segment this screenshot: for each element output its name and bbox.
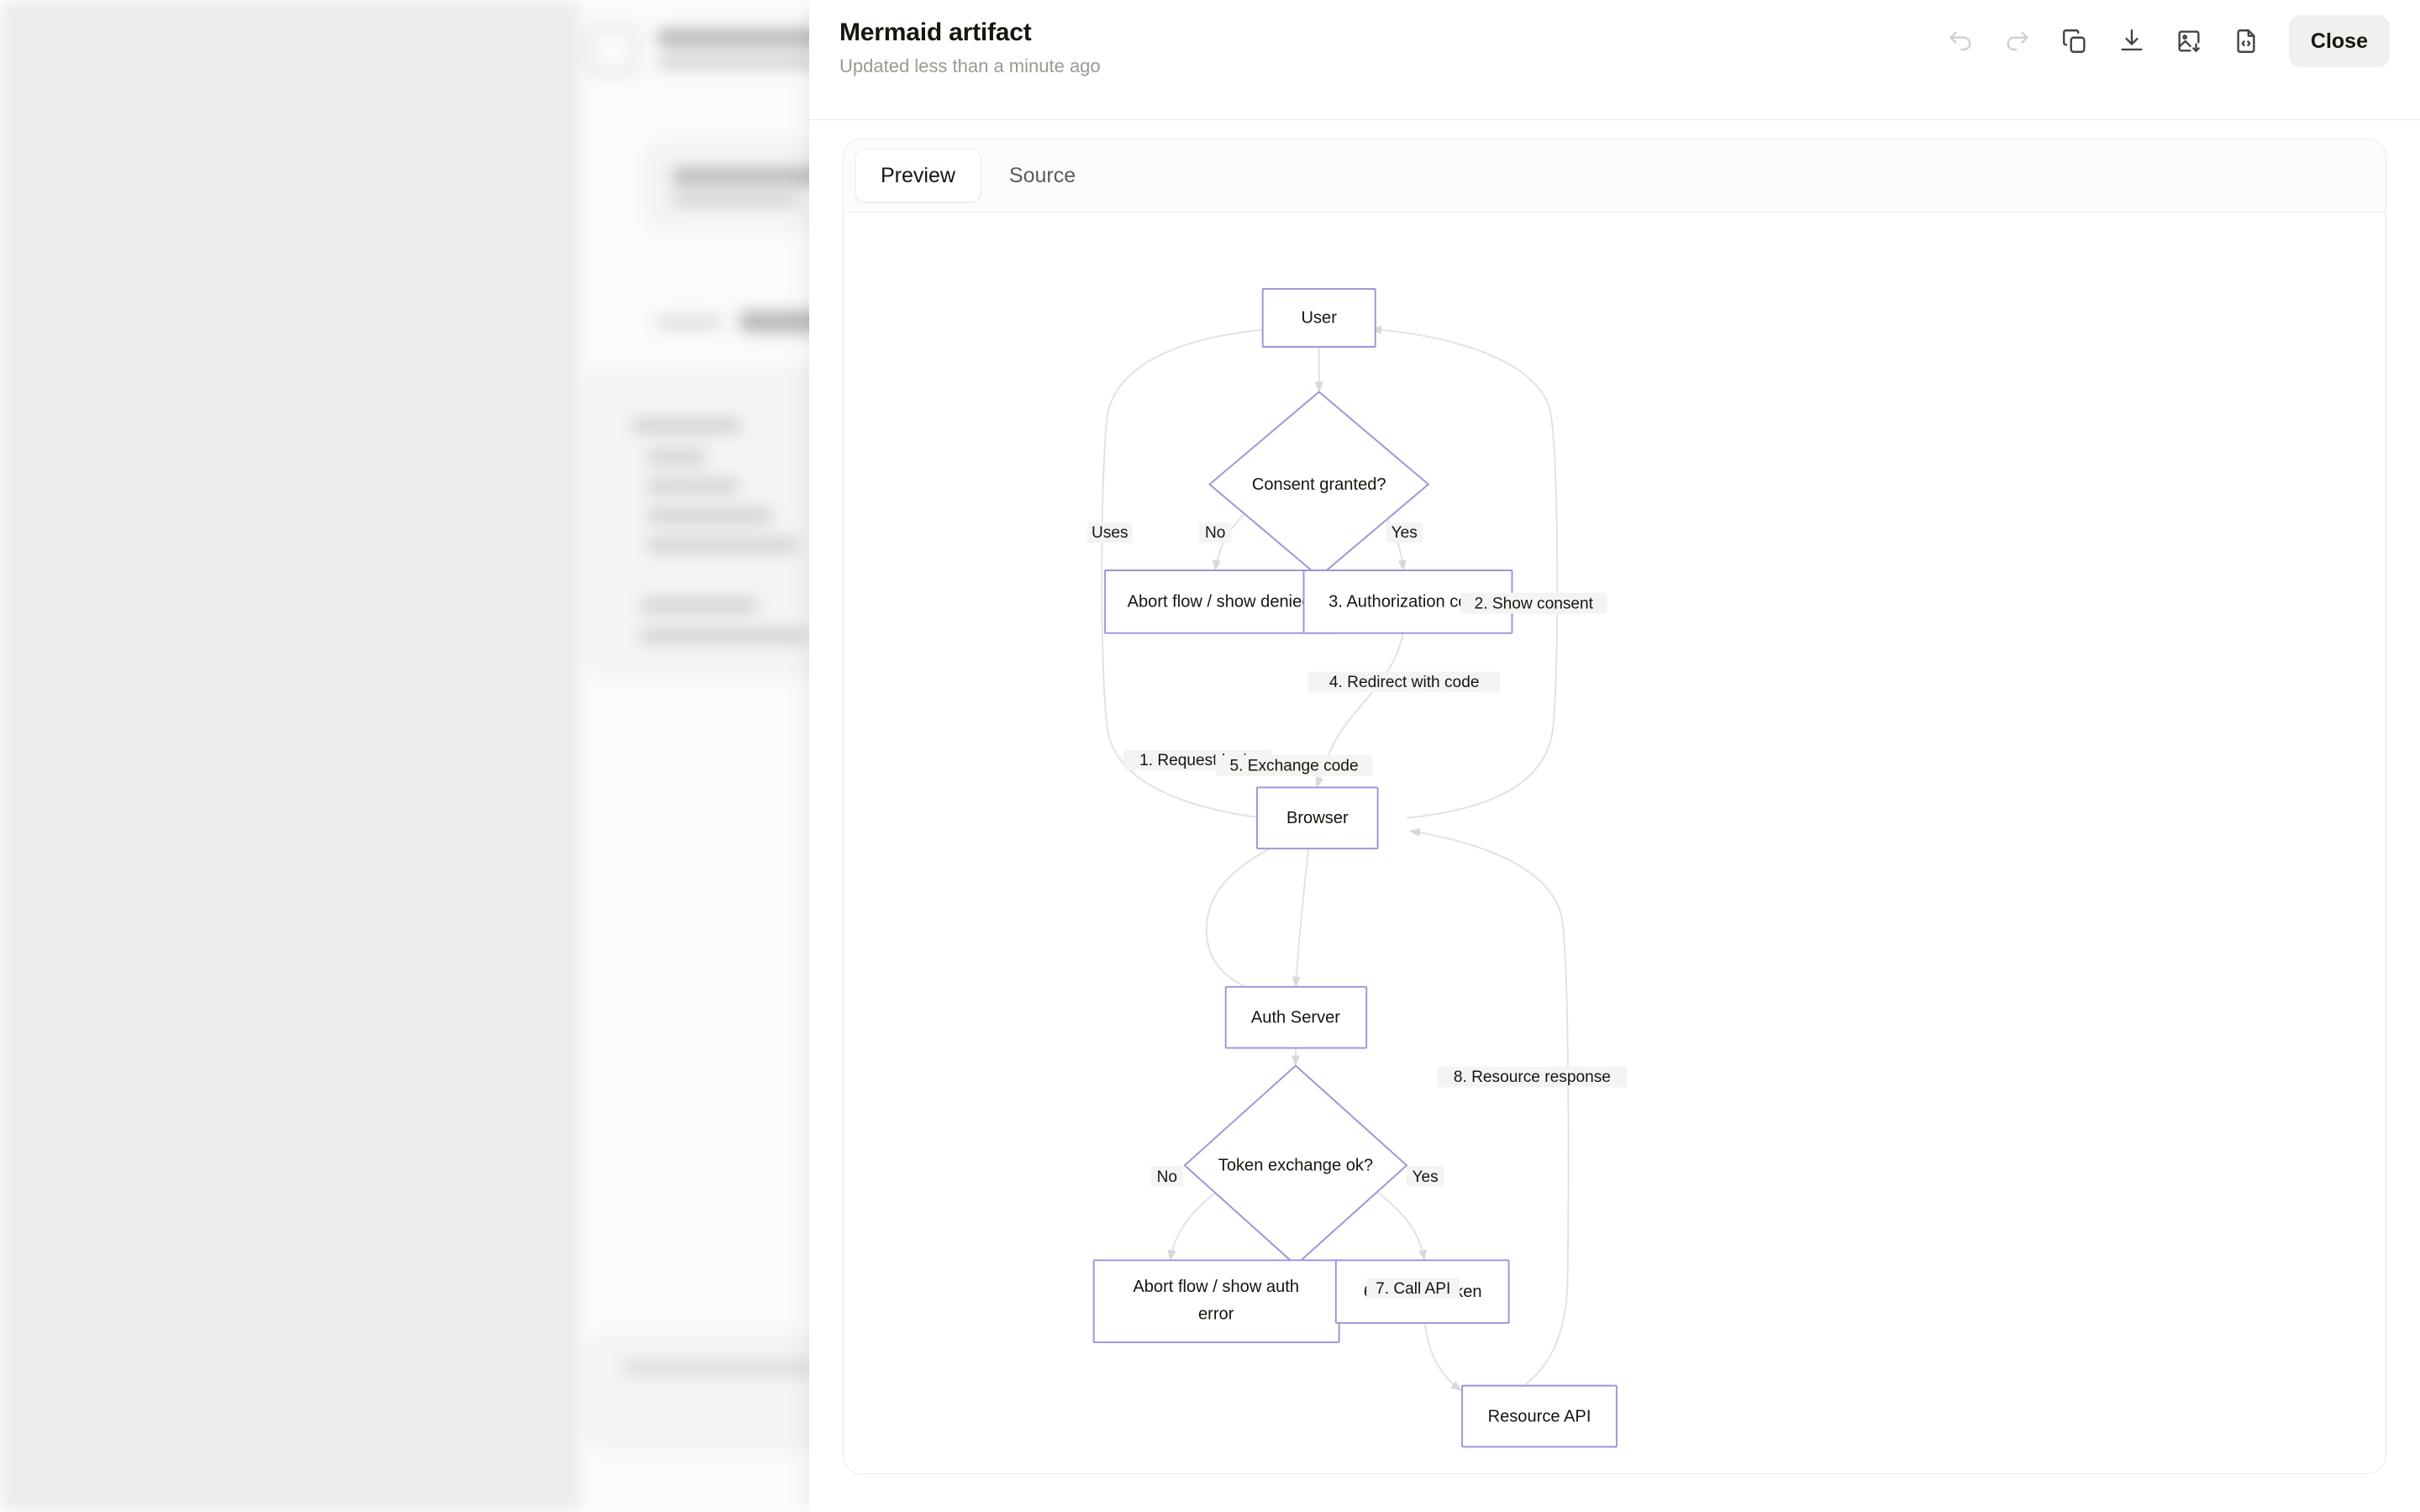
header-titles: Mermaid artifact Updated less than a min… bbox=[839, 0, 1936, 77]
node-abort-auth-error-line2: error bbox=[1198, 1305, 1234, 1324]
tab-source[interactable]: Source bbox=[984, 150, 1101, 202]
edge-label-no-token: No bbox=[1150, 1166, 1183, 1188]
node-resource-api[interactable]: Resource API bbox=[1461, 1384, 1618, 1448]
background-code-line bbox=[647, 508, 773, 523]
svg-text:Uses: Uses bbox=[1092, 524, 1128, 542]
svg-text:5. Exchange code: 5. Exchange code bbox=[1229, 758, 1358, 775]
background-text-line bbox=[672, 168, 840, 185]
edge-resourceapi-browser bbox=[1409, 828, 1570, 1387]
node-authorization-code[interactable]: 3. Authorization code bbox=[1302, 570, 1513, 634]
background-placeholder-text bbox=[622, 1359, 815, 1376]
background-label bbox=[655, 315, 723, 330]
download-image-button[interactable] bbox=[2165, 17, 2213, 66]
view-code-button[interactable] bbox=[2222, 17, 2270, 66]
background-code-line bbox=[647, 479, 739, 494]
code-file-icon bbox=[2232, 27, 2260, 55]
header-divider bbox=[809, 119, 2420, 120]
edge-browser-auth-exchangecode bbox=[1292, 848, 1310, 988]
node-user-label: User bbox=[1302, 309, 1338, 328]
background-avatar-icon bbox=[588, 25, 637, 74]
copy-button[interactable] bbox=[2050, 17, 2099, 66]
redo-button[interactable] bbox=[1993, 17, 2042, 66]
edge-label-redirect-with-code: 4. Redirect with code bbox=[1308, 671, 1501, 693]
node-abort-auth-error-line1: Abort flow / show auth bbox=[1133, 1278, 1299, 1296]
edge-labels-layer: Uses No Yes 2. Show consent bbox=[1087, 522, 1628, 1299]
background-code-line bbox=[632, 418, 741, 433]
undo-button[interactable] bbox=[1936, 17, 1985, 66]
node-browser[interactable]: Browser bbox=[1256, 786, 1379, 850]
header-actions: Close bbox=[1936, 0, 2390, 67]
edge-user-browser-uses bbox=[1101, 328, 1272, 819]
edge-label-resource-response: 8. Resource response bbox=[1437, 1066, 1628, 1088]
background-code-line bbox=[647, 538, 798, 553]
artifact-body: Preview Source bbox=[809, 120, 2420, 1512]
edge-label-show-consent: 2. Show consent bbox=[1460, 592, 1607, 614]
svg-text:No: No bbox=[1157, 1168, 1177, 1186]
nodes-layer: User Consent granted? Abort flow / show … bbox=[1092, 288, 1618, 1448]
node-abort-denied-label: Abort flow / show denied bbox=[1128, 593, 1312, 612]
tab-preview[interactable]: Preview bbox=[855, 150, 981, 202]
image-download-icon bbox=[2175, 27, 2203, 55]
node-browser-label: Browser bbox=[1286, 809, 1349, 827]
redo-icon bbox=[2003, 27, 2032, 55]
download-button[interactable] bbox=[2107, 17, 2156, 66]
edge-browser-auth-requestlogin bbox=[1205, 848, 1270, 998]
svg-text:No: No bbox=[1205, 524, 1225, 542]
tab-divider bbox=[844, 212, 2386, 213]
edge-browser-user-showconsent bbox=[1370, 325, 1559, 819]
node-user[interactable]: User bbox=[1261, 288, 1376, 348]
copy-icon bbox=[2060, 27, 2089, 55]
svg-text:Yes: Yes bbox=[1392, 524, 1418, 542]
svg-text:2. Show consent: 2. Show consent bbox=[1475, 595, 1594, 612]
artifact-card: Preview Source bbox=[843, 139, 2386, 1474]
svg-text:8. Resource response: 8. Resource response bbox=[1454, 1068, 1611, 1086]
node-authserver-label: Auth Server bbox=[1251, 1008, 1340, 1026]
undo-icon bbox=[1946, 27, 1975, 55]
updated-timestamp: Updated less than a minute ago bbox=[839, 55, 1101, 76]
edge-label-exchange-code: 5. Exchange code bbox=[1215, 755, 1373, 777]
background-text-line bbox=[672, 193, 798, 207]
svg-text:Yes: Yes bbox=[1412, 1168, 1438, 1186]
node-authcode-label: 3. Authorization code bbox=[1328, 593, 1486, 612]
edge-label-yes-consent: Yes bbox=[1386, 522, 1423, 543]
page-title: Mermaid artifact bbox=[839, 18, 1032, 46]
close-button[interactable]: Close bbox=[2288, 15, 2390, 67]
node-token-exchange-ok[interactable]: Token exchange ok? bbox=[1183, 1064, 1408, 1267]
mermaid-flowchart: User Consent granted? Abort flow / show … bbox=[1087, 288, 1628, 1448]
svg-text:4. Redirect with code: 4. Redirect with code bbox=[1329, 674, 1480, 691]
edge-label-no-consent: No bbox=[1199, 522, 1232, 543]
background-code-line bbox=[640, 628, 808, 643]
svg-text:7. Call API: 7. Call API bbox=[1376, 1280, 1450, 1298]
edge-accesstoken-resourceapi bbox=[1423, 1318, 1462, 1392]
edge-label-yes-token: Yes bbox=[1407, 1166, 1444, 1188]
node-auth-server[interactable]: Auth Server bbox=[1224, 985, 1368, 1049]
node-abort-denied[interactable]: Abort flow / show denied bbox=[1104, 570, 1335, 634]
edge-label-uses: Uses bbox=[1087, 522, 1133, 543]
edge-label-call-api: 7. Call API bbox=[1366, 1278, 1460, 1299]
node-resourceapi-label: Resource API bbox=[1488, 1407, 1591, 1425]
node-consent-label: Consent granted? bbox=[1252, 475, 1386, 494]
node-abort-auth-error[interactable]: Abort flow / show auth error bbox=[1092, 1259, 1340, 1343]
background-code-line bbox=[647, 449, 706, 465]
background-code-line bbox=[640, 598, 758, 613]
artifact-header: Mermaid artifact Updated less than a min… bbox=[809, 0, 2420, 120]
tab-bar: Preview Source bbox=[844, 139, 2386, 212]
mermaid-diagram-canvas[interactable]: User Consent granted? Abort flow / show … bbox=[844, 213, 2386, 1473]
artifact-panel: Mermaid artifact Updated less than a min… bbox=[809, 0, 2420, 1512]
node-consent-granted[interactable]: Consent granted? bbox=[1208, 391, 1430, 578]
download-icon bbox=[2118, 27, 2146, 55]
node-tokenok-label: Token exchange ok? bbox=[1218, 1157, 1373, 1175]
